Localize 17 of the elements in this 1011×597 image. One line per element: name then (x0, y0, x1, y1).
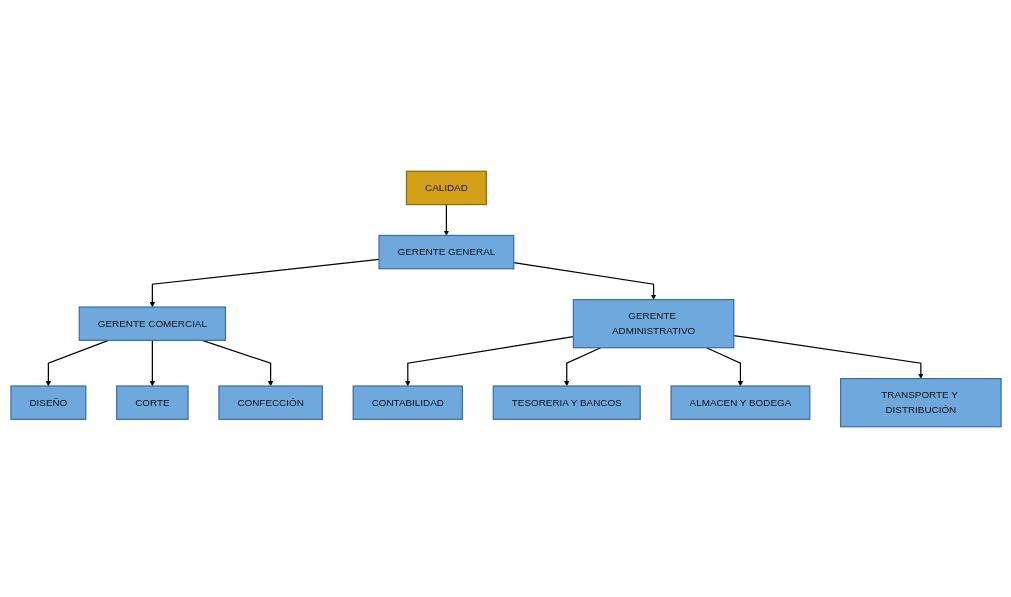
node-box: TRANSPORTE Y DISTRIBUCIÓN (839, 377, 1002, 427)
node-box: GERENTE COMERCIAL (78, 305, 226, 341)
arrow (563, 346, 601, 386)
node-box: ALMACEN Y BODEGA (669, 384, 810, 420)
node-box: GERENTE ADMINISTRATIVO (572, 298, 734, 348)
arrow (149, 339, 155, 386)
node-box: CORTE (115, 384, 189, 420)
arrow (705, 346, 743, 386)
arrow (45, 339, 109, 386)
arrow (443, 203, 449, 236)
node-box: DISEÑO (9, 384, 86, 420)
arrow (201, 339, 273, 386)
node-box: CONTABILIDAD (352, 384, 463, 420)
node-box: CALIDAD (405, 170, 487, 205)
node-box: GERENTE GENERAL (377, 234, 514, 269)
node-box: TESORERIA Y BANCOS (492, 384, 641, 420)
node-box: CONFECCIÓN (217, 384, 323, 420)
